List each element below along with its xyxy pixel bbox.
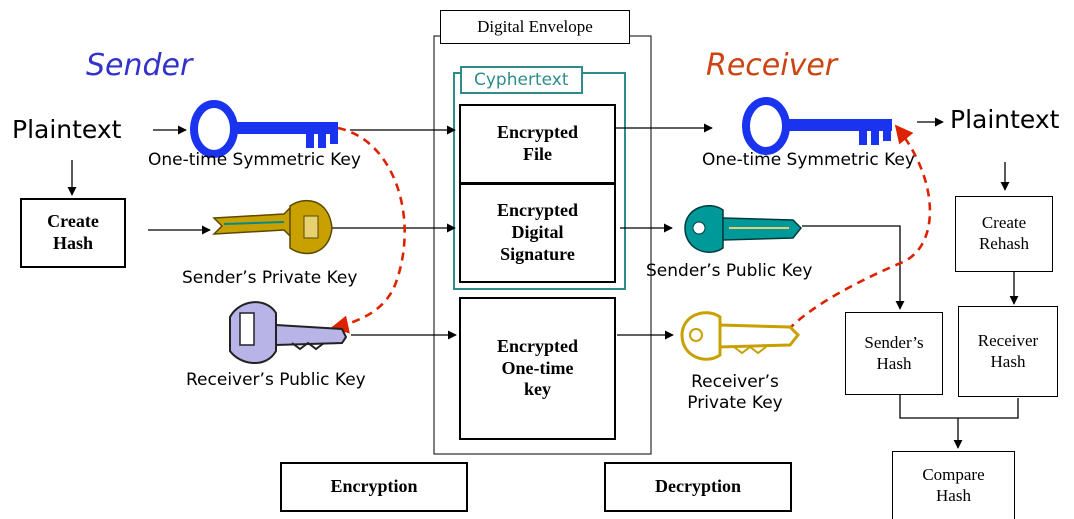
receiver-plaintext: Plaintext	[950, 105, 1060, 134]
dashed-arrow-sender	[330, 126, 406, 334]
cyphertext-label: Cyphertext	[460, 66, 583, 94]
encrypted-signature-box: Encrypted Digital Signature	[459, 183, 616, 283]
receiver-title: Receiver	[706, 48, 838, 83]
blue-key-icon	[190, 100, 338, 158]
sender-public-key-label: Sender’s Public Key	[646, 261, 813, 281]
blue-key-icon	[742, 97, 892, 155]
create-rehash-box: Create Rehash	[955, 196, 1053, 272]
sender-symmetric-key-label: One-time Symmetric Key	[148, 150, 361, 170]
sender-plaintext: Plaintext	[12, 115, 122, 144]
connector-hashes	[899, 394, 1019, 419]
encryption-box: Encryption	[280, 462, 468, 512]
compare-hash-box: Compare Hash	[892, 451, 1015, 519]
encrypted-file-box: Encrypted File	[459, 104, 616, 184]
senders-hash-box: Sender’s Hash	[845, 312, 943, 395]
decryption-box: Decryption	[604, 462, 792, 512]
sender-private-key-label: Sender’s Private Key	[182, 268, 358, 288]
digital-envelope-title: Digital Envelope	[440, 10, 630, 44]
receiver-private-key-label: Receiver’s Private Key	[687, 372, 783, 413]
receiver-public-key-label: Receiver’s Public Key	[186, 370, 366, 390]
gold-key-icon	[212, 199, 333, 255]
create-hash-box: Create Hash	[20, 198, 126, 268]
sender-title: Sender	[86, 48, 193, 83]
encrypted-key-box: Encrypted One-time key	[459, 297, 616, 440]
receiver-hash-box: Receiver Hash	[958, 306, 1058, 397]
teal-key-icon	[684, 205, 803, 253]
receiver-symmetric-key-label: One-time Symmetric Key	[702, 150, 915, 170]
lavender-key-icon	[229, 301, 348, 365]
arrow-public-key-to-senders-hash	[802, 225, 905, 310]
gold-outline-key-icon	[680, 311, 801, 361]
